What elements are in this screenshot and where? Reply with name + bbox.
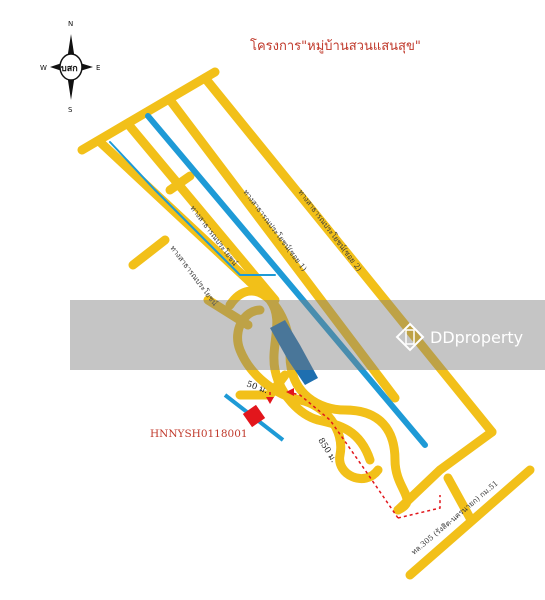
property-marker [242, 404, 266, 428]
route-arrow [266, 397, 274, 404]
compass-n: N [68, 20, 73, 28]
property-code: HNNYSH0118001 [150, 428, 248, 440]
road-label-1: ทางสาธารณประโยชน์ [168, 244, 219, 308]
compass-logo: บสก [61, 64, 78, 74]
compass-s: S [68, 106, 73, 114]
compass-e: E [96, 64, 100, 72]
watermark-brand: DDproperty [430, 328, 523, 347]
project-title: โครงการ"หมู่บ้านสวนแสนสุข" [250, 38, 421, 54]
compass-icon: N S E W บสก [40, 20, 100, 114]
road-network [77, 67, 535, 580]
route-arrow [286, 388, 294, 396]
distance-850: 850 ม. [315, 436, 338, 464]
canal-network [109, 113, 428, 448]
watermark-logo-icon [395, 322, 425, 352]
watermark-band [70, 300, 545, 370]
compass-w: W [40, 64, 47, 72]
road-label-4: ทางสาธารณประโยชน์(ซอย 2) [296, 188, 363, 273]
pond [270, 320, 318, 385]
